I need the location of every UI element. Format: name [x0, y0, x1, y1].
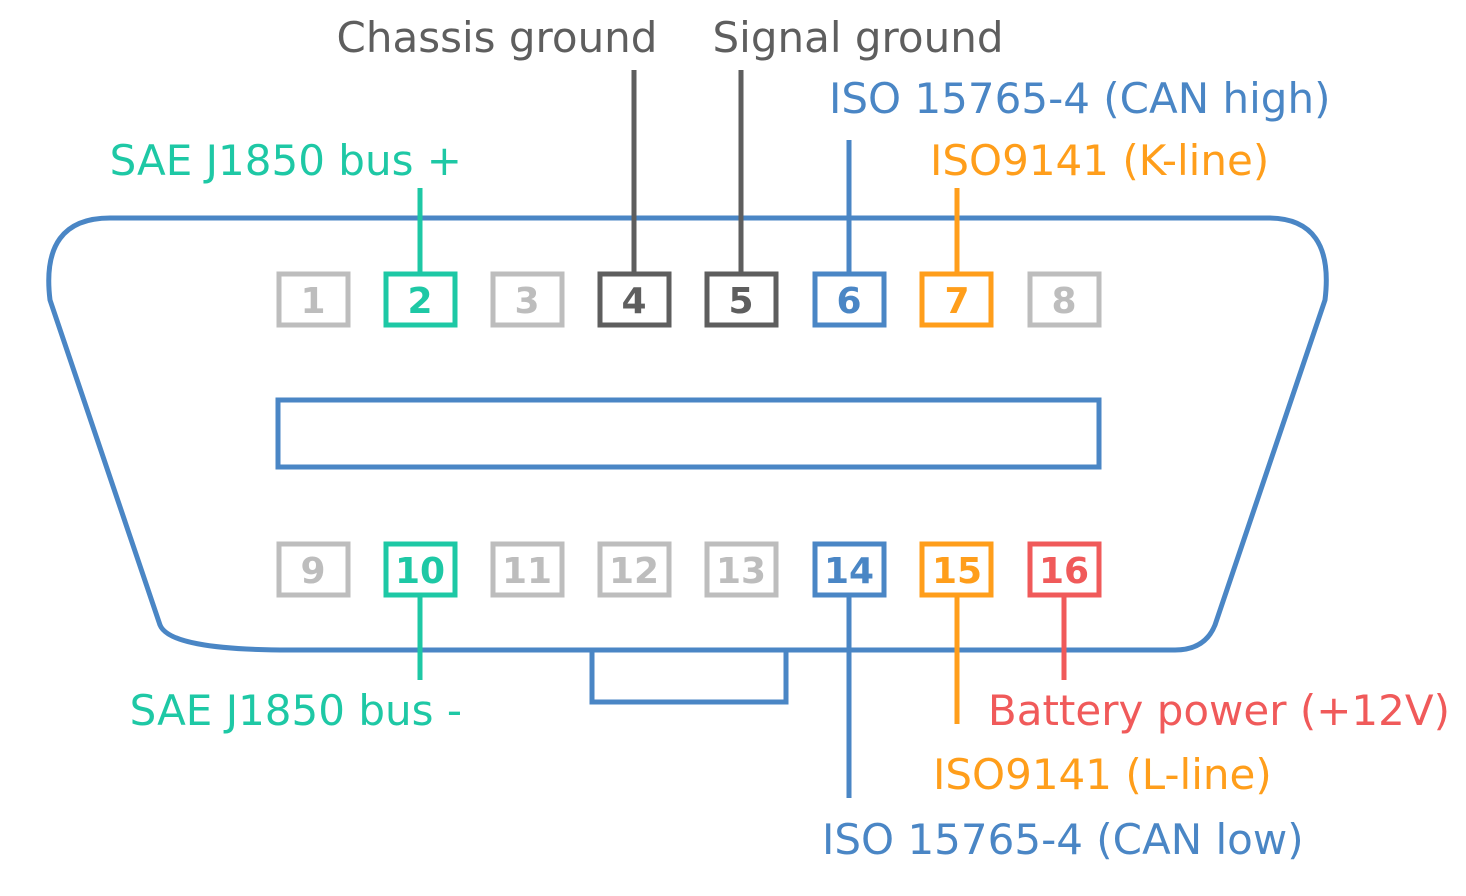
pin-8-number: 8	[1051, 281, 1076, 322]
pin-7: 7	[919, 271, 994, 328]
pin-10-number: 10	[395, 551, 445, 592]
label-j1850-bus-minus: SAE J1850 bus -	[130, 686, 462, 735]
pin-1-number: 1	[300, 281, 325, 322]
pin-2-number: 2	[407, 281, 432, 322]
pin-16-number: 16	[1039, 551, 1089, 592]
connector-center-slot	[275, 397, 1102, 470]
pin-14-number: 14	[824, 551, 874, 592]
label-battery-power: Battery power (+12V)	[988, 686, 1450, 735]
pin-10: 10	[383, 541, 458, 598]
pin-4: 4	[597, 271, 672, 328]
pin-5: 5	[704, 271, 779, 328]
pin-13: 13	[704, 541, 779, 598]
pin-8: 8	[1027, 271, 1102, 328]
pin-2: 2	[383, 271, 458, 328]
pin-11: 11	[490, 541, 565, 598]
pin-4-number: 4	[621, 281, 646, 322]
pin-7-number: 7	[944, 281, 969, 322]
pin-13-number: 13	[716, 551, 766, 592]
connector-key-tab	[589, 650, 789, 705]
pin-15: 15	[919, 541, 994, 598]
label-can-high: ISO 15765-4 (CAN high)	[829, 74, 1330, 123]
connector-outline	[46, 215, 1329, 653]
pin-1: 1	[276, 271, 351, 328]
label-iso9141-l-line: ISO9141 (L-line)	[933, 750, 1272, 799]
pin-16: 16	[1027, 541, 1102, 598]
pin-6: 6	[812, 271, 887, 328]
pin-3-number: 3	[514, 281, 539, 322]
pin-15-number: 15	[932, 551, 982, 592]
pin-11-number: 11	[502, 551, 552, 592]
pin-12-number: 12	[609, 551, 659, 592]
pin-14: 14	[812, 541, 887, 598]
pin-9: 9	[276, 541, 351, 598]
pin-6-number: 6	[836, 281, 861, 322]
label-chassis-ground: Chassis ground	[337, 13, 658, 62]
label-can-low: ISO 15765-4 (CAN low)	[822, 815, 1304, 864]
label-signal-ground: Signal ground	[713, 13, 1004, 62]
pin-3: 3	[490, 271, 565, 328]
label-j1850-bus-plus: SAE J1850 bus +	[110, 136, 462, 185]
pin-9-number: 9	[300, 551, 325, 592]
label-iso9141-k-line: ISO9141 (K-line)	[930, 136, 1269, 185]
pin-5-number: 5	[728, 281, 753, 322]
pin-12: 12	[597, 541, 672, 598]
